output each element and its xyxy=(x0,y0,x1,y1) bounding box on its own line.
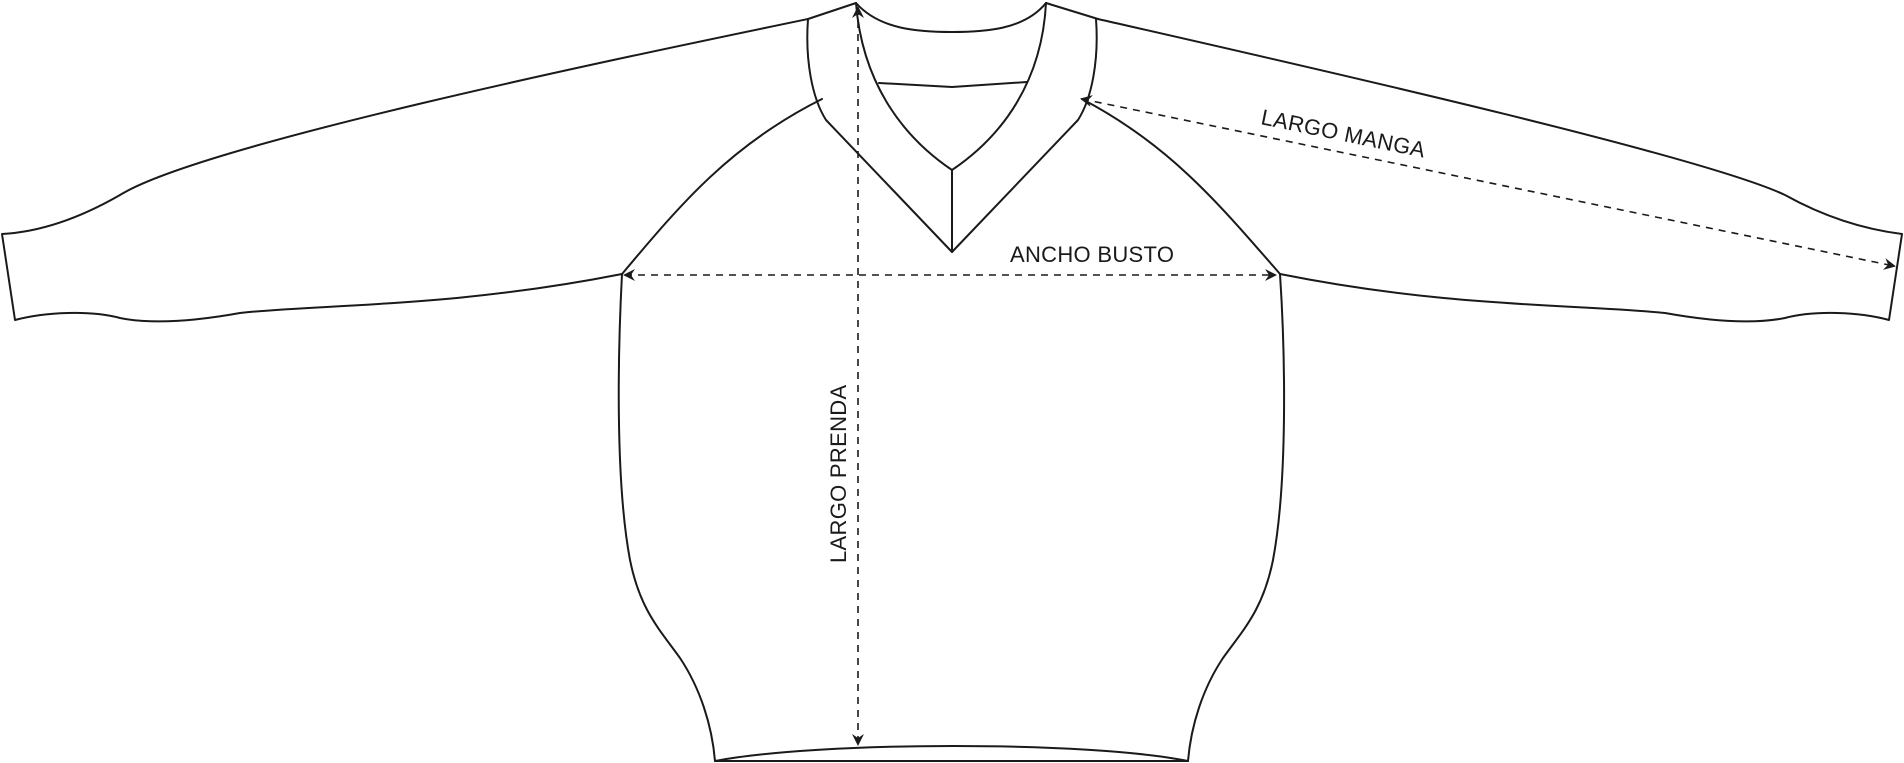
inner-back-line xyxy=(878,81,1028,88)
shoulder-top-right xyxy=(1045,2,1099,20)
right-sleeve xyxy=(1097,18,1903,323)
shoulder-top-left xyxy=(807,2,857,20)
hem-curve xyxy=(714,745,1189,762)
label-ancho-busto: ANCHO BUSTO xyxy=(1010,242,1174,267)
back-neckline xyxy=(855,2,1047,33)
label-largo-manga: LARGO MANGA xyxy=(1259,104,1428,162)
largo-manga-line xyxy=(1080,95,1896,270)
body-outline xyxy=(617,273,1286,762)
left-raglan-seam xyxy=(621,98,823,275)
left-sleeve xyxy=(1,18,809,323)
label-largo-prenda: LARGO PRENDA xyxy=(826,385,851,563)
